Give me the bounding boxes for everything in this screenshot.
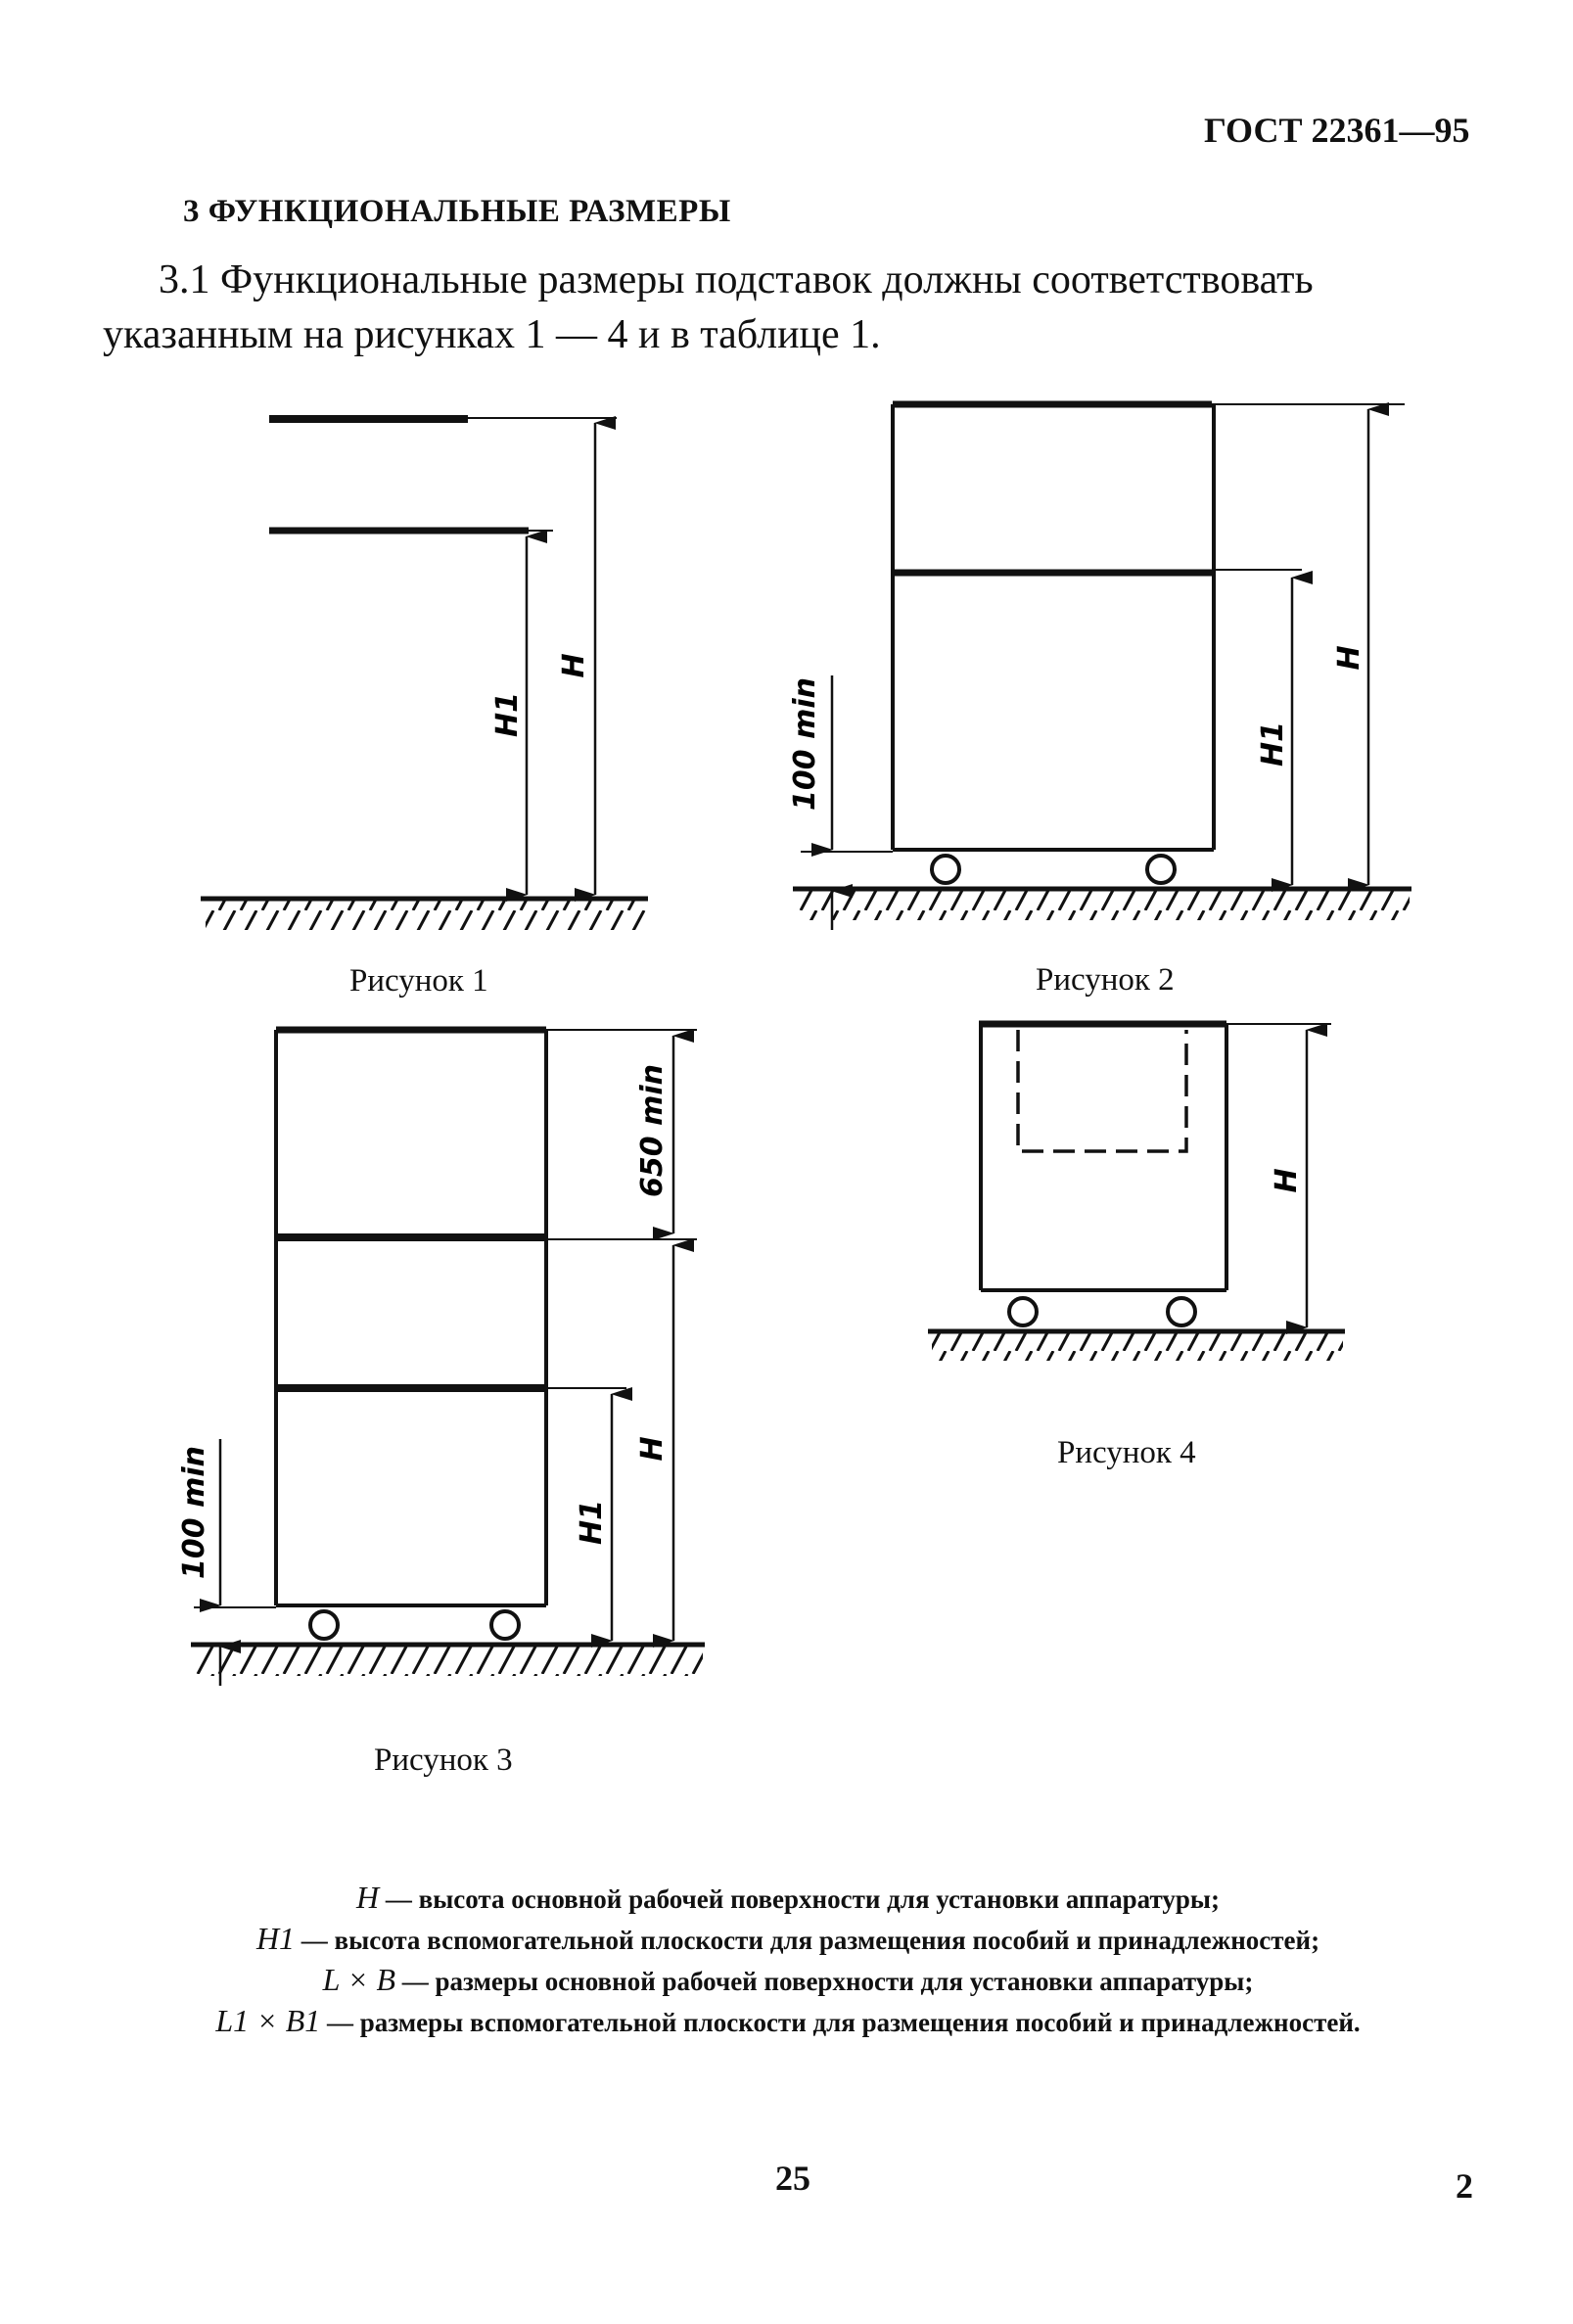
fig1-h-label: H <box>557 653 591 677</box>
figure-1-caption: Рисунок 1 <box>349 963 488 999</box>
sheet-number: 2 <box>1456 2166 1473 2206</box>
legend-row: L1 × B1 — размеры вспомогательной плоско… <box>78 2001 1498 2042</box>
legend-row: H1 — высота вспомогательной плоскости дл… <box>78 1919 1498 1960</box>
fig2-h-label: H <box>1332 645 1366 670</box>
fig2-h1-label: H1 <box>1256 721 1290 767</box>
legend-row: H — высота основной рабочей поверхности … <box>78 1878 1498 1919</box>
paragraph-3-1: 3.1 Функциональные размеры подставок дол… <box>103 253 1483 362</box>
fig3-h1-label: H1 <box>575 1500 609 1545</box>
fig3-top-min-label: 650 min <box>635 1064 670 1197</box>
fig4-h-label: H <box>1270 1168 1304 1192</box>
fig2-min-label: 100 min <box>788 677 822 811</box>
fig3-h-label: H <box>635 1436 670 1461</box>
fig1-h1-label: H1 <box>490 692 525 737</box>
page-number: 25 <box>775 2159 810 2198</box>
document-code: ГОСТ 22361—95 <box>1204 111 1470 150</box>
legend-text: — высота вспомогательной плоскости для р… <box>295 1926 1320 1955</box>
figure-4-caption: Рисунок 4 <box>1057 1435 1196 1470</box>
fig3-min-label: 100 min <box>177 1446 211 1579</box>
figure-2: 100 min H1 H <box>788 400 1411 930</box>
legend-symbol: H1 <box>255 1921 296 1956</box>
legend-symbol: L1 × B1 <box>215 2003 321 2038</box>
legend-symbol: H <box>356 1880 380 1915</box>
legend-row: L × B — размеры основной рабочей поверхн… <box>78 1960 1498 2001</box>
legend-text: — размеры основной рабочей поверхности д… <box>394 1967 1254 1996</box>
figure-3-caption: Рисунок 3 <box>374 1743 513 1778</box>
paragraph-line-1: 3.1 Функциональные размеры подставок дол… <box>159 257 1314 302</box>
figure-2-caption: Рисунок 2 <box>1036 962 1175 998</box>
figure-1: H1 H <box>201 415 648 930</box>
figure-3: 650 min H H1 100 min <box>177 1026 705 1686</box>
symbols-legend: H — высота основной рабочей поверхности … <box>78 1878 1498 2042</box>
figure-4: H <box>928 1020 1345 1361</box>
section-title: 3 ФУНКЦИОНАЛЬНЫЕ РАЗМЕРЫ <box>183 194 731 229</box>
legend-text: — размеры вспомогательной плоскости для … <box>320 2008 1361 2037</box>
paragraph-line-2: указанным на рисунках 1 — 4 и в таблице … <box>103 312 881 357</box>
legend-text: — высота основной рабочей поверхности дл… <box>379 1884 1220 1914</box>
legend-symbol: L × B <box>322 1962 395 1997</box>
